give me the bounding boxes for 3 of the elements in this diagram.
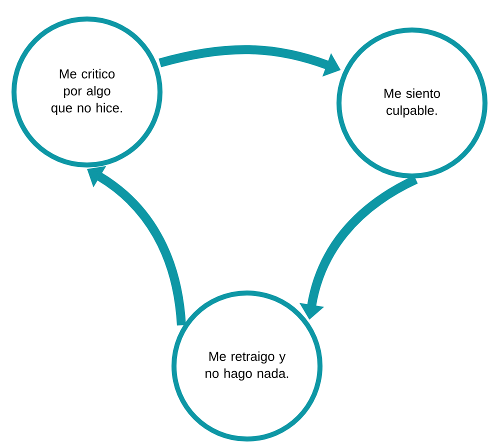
circle-node: Me retraigo y no hago nada. bbox=[172, 290, 322, 442]
circle-node: Me critico por algo que no hice. bbox=[12, 16, 162, 168]
circle-node: Me siento culpable. bbox=[336, 28, 488, 178]
